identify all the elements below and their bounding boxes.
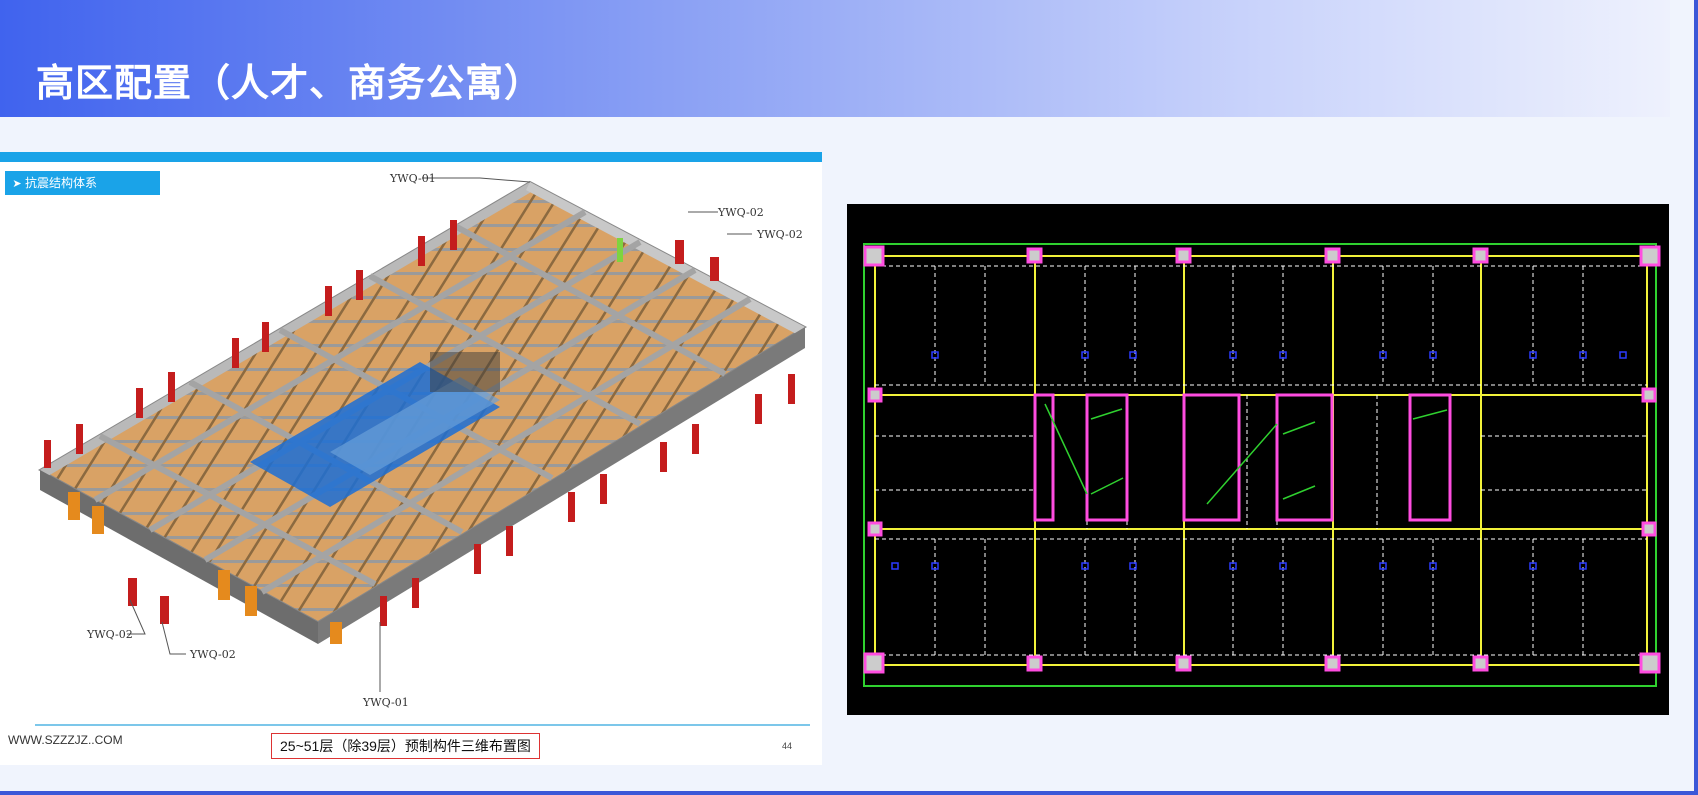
- frame-border-bottom: [0, 791, 1698, 795]
- section-tag: ➤抗震结构体系: [5, 171, 160, 195]
- label-ywq01-top: YWQ-01: [390, 172, 436, 185]
- figure-caption: 25~51层（除39层）预制构件三维布置图: [271, 733, 540, 759]
- cad-drawing: [863, 243, 1661, 687]
- model-slide-image: ➤抗震结构体系 YWQ-01 YWQ-02 YWQ-02 YWQ-02 YWQ-…: [0, 152, 822, 765]
- slide-page-number: 44: [782, 741, 793, 751]
- website-text: WWW.SZZZJZ..COM: [8, 733, 123, 747]
- header-banner: 高区配置（人才、商务公寓）: [0, 0, 1670, 117]
- structure-3d-model: [37, 177, 808, 692]
- cad-floor-plan: [847, 204, 1669, 715]
- label-ywq02-bottom-left-2: YWQ-02: [190, 648, 236, 661]
- label-ywq02-top-right-1: YWQ-02: [718, 206, 764, 219]
- label-ywq02-bottom-left-1: YWQ-02: [87, 628, 133, 641]
- label-ywq01-bottom: YWQ-01: [363, 696, 409, 709]
- slide-top-bar: [0, 152, 822, 162]
- label-ywq02-top-right-2: YWQ-02: [757, 228, 803, 241]
- frame-border-right: [1694, 0, 1698, 795]
- section-tag-label: 抗震结构体系: [25, 176, 98, 190]
- slide-footer-line: [35, 724, 810, 726]
- arrow-right-icon: ➤: [12, 178, 22, 190]
- page-title: 高区配置（人才、商务公寓）: [36, 63, 544, 105]
